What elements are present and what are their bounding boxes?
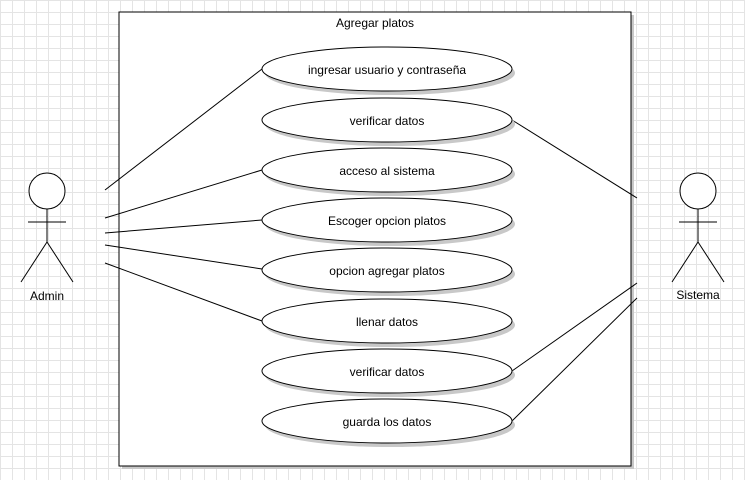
use-case-label: guarda los datos — [343, 415, 432, 429]
actor-sistema-label: Sistema — [676, 288, 720, 302]
actor-admin-label: Admin — [30, 289, 64, 303]
use-case-ellipse — [261, 197, 513, 243]
use-case-uc6[interactable]: llenar datos — [261, 298, 515, 347]
use-case-label: opcion agregar platos — [329, 264, 444, 278]
actor-sistema[interactable] — [671, 172, 725, 283]
association-sistema-uc7[interactable] — [511, 282, 638, 372]
use-case-uc8[interactable]: guarda los datos — [261, 398, 515, 447]
actor-right-leg — [697, 241, 725, 283]
use-case-uc4[interactable]: Escoger opcion platos — [261, 197, 515, 246]
use-case-ellipse — [261, 147, 513, 193]
use-case-label: Escoger opcion platos — [328, 214, 446, 228]
use-case-label: verificar datos — [350, 365, 425, 379]
use-case-ellipse — [261, 97, 513, 143]
sistema-associations — [511, 119, 638, 422]
actor-right-leg — [46, 241, 74, 283]
association-sistema-uc8[interactable] — [511, 297, 638, 422]
use-case-uc7[interactable]: verificar datos — [261, 348, 515, 397]
use-case-ellipse — [261, 398, 513, 444]
admin-associations — [104, 68, 263, 322]
actor-left-leg — [671, 241, 699, 283]
use-case-uc5[interactable]: opcion agregar platos — [261, 247, 515, 296]
actor-left-leg — [20, 241, 48, 283]
association-admin-uc1[interactable] — [104, 68, 263, 191]
use-case-label: verificar datos — [350, 114, 425, 128]
association-admin-uc3[interactable] — [104, 169, 263, 219]
actor-head — [679, 172, 717, 210]
use-case-ellipse — [261, 348, 513, 394]
use-case-ellipse — [261, 298, 513, 344]
use-case-uc3[interactable]: acceso al sistema — [261, 147, 515, 196]
association-admin-uc6[interactable] — [104, 262, 263, 322]
association-admin-uc4[interactable] — [104, 219, 263, 234]
use-case-ellipse — [261, 46, 513, 92]
use-case-label: acceso al sistema — [339, 164, 435, 178]
association-sistema-uc2[interactable] — [511, 119, 638, 199]
use-case-label: llenar datos — [356, 315, 418, 329]
actor-admin[interactable] — [20, 172, 74, 283]
use-case-label: ingresar usuario y contraseña — [308, 63, 466, 77]
actor-head — [28, 172, 66, 210]
use-case-uc1[interactable]: ingresar usuario y contraseña — [261, 46, 515, 95]
use-case-ellipse — [261, 247, 513, 293]
association-admin-uc5[interactable] — [104, 244, 263, 270]
system-title: Agregar platos — [336, 16, 414, 30]
use-case-uc2[interactable]: verificar datos — [261, 97, 515, 146]
